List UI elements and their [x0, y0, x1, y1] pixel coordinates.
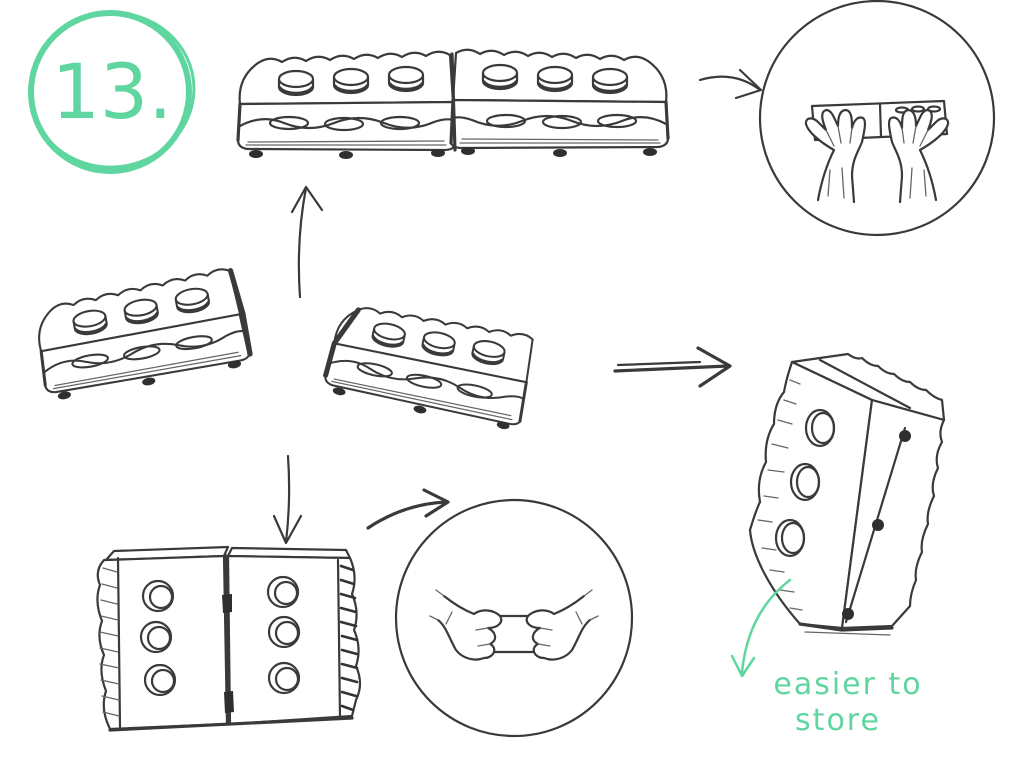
- note-arrow-shaft: [740, 578, 792, 674]
- stack-button: [804, 408, 836, 448]
- module-end-face: [227, 268, 253, 357]
- stack-side-face: [840, 398, 946, 630]
- module: [29, 265, 253, 405]
- note-arrow-head: [730, 654, 756, 678]
- stack-button: [774, 518, 806, 558]
- note-line-1: easier to: [773, 667, 922, 702]
- button-cap: [795, 465, 821, 499]
- arrow-shaft: [366, 500, 448, 530]
- joined-modules-horizontal: [236, 48, 670, 161]
- hinge-dot: [842, 608, 854, 620]
- module-seam: [450, 52, 457, 152]
- arrow-head: [272, 514, 303, 545]
- stack-edge-hatching: [757, 379, 803, 611]
- button-cap: [274, 620, 300, 646]
- module-standing-left: [96, 545, 230, 731]
- arrow-to-holding-detail: [366, 488, 450, 530]
- arrow-head: [696, 346, 732, 388]
- detail-holding: [394, 498, 634, 738]
- pair-ground-shadow: [108, 716, 354, 732]
- module-edge-line: [336, 558, 342, 720]
- detail-circle: [394, 498, 634, 738]
- hinge-dot: [899, 430, 911, 442]
- arrow-head: [290, 185, 324, 214]
- note-line-2: store: [795, 703, 881, 738]
- badge-label: 13.: [52, 47, 173, 136]
- module-single-tilted-center: [320, 294, 540, 436]
- hinge-block: [222, 594, 232, 613]
- stack-ground-shadow: [798, 622, 894, 632]
- module-edge-hatching: [99, 567, 120, 717]
- button-cap: [148, 584, 174, 610]
- arrow-shaft-sketch: [616, 360, 702, 367]
- arrow-right: [613, 346, 732, 388]
- module-button: [139, 620, 173, 654]
- module-edge-hatching: [339, 564, 359, 712]
- hand-right: [887, 108, 950, 204]
- stack-button: [789, 462, 821, 502]
- module-button: [267, 661, 301, 695]
- module-left: [236, 50, 457, 161]
- arrow-head: [422, 488, 450, 518]
- button-cap: [810, 411, 836, 445]
- arrow-to-typing-detail: [698, 68, 763, 100]
- module-standing-right: [226, 546, 362, 726]
- detail-circle: [758, 0, 996, 237]
- button-cap: [146, 625, 172, 651]
- modules-standing-pair: [96, 545, 362, 732]
- module-end-face: [323, 307, 361, 378]
- arrow-head: [734, 68, 763, 100]
- hinge-block: [224, 691, 234, 713]
- arrow-shaft: [284, 454, 291, 544]
- badge-circle-overstroke: [28, 11, 196, 169]
- stack-top-face: [790, 352, 946, 422]
- keyboard-key: [910, 105, 926, 113]
- detail-typing: [758, 0, 996, 237]
- module-button: [267, 615, 301, 649]
- storage-note: easier to store: [730, 578, 922, 738]
- button-cap: [274, 666, 300, 692]
- button-cap: [273, 580, 299, 606]
- modules-folded-stack: [748, 352, 946, 636]
- arrow-shaft: [698, 75, 762, 92]
- module-button: [141, 579, 175, 613]
- arrow-shaft: [613, 364, 730, 373]
- step-badge: 13.: [28, 10, 196, 174]
- button-cap: [780, 521, 806, 555]
- module-button: [143, 663, 177, 697]
- module-single-tilted-left: [29, 265, 253, 405]
- module-edge-line: [116, 556, 122, 729]
- arrow-shaft: [297, 186, 308, 299]
- arrow-up: [290, 185, 324, 299]
- hinge-dot: [872, 519, 884, 531]
- stack-top-ridge: [818, 358, 912, 410]
- arrow-down: [272, 454, 303, 545]
- module-button: [266, 575, 300, 609]
- stack-ground-shading: [804, 631, 891, 636]
- hand-right: [525, 588, 600, 661]
- module-right: [449, 48, 670, 159]
- hand-left: [804, 108, 867, 204]
- hand-left: [428, 588, 503, 661]
- button-cap: [150, 668, 176, 694]
- keyboard-split-line: [878, 102, 883, 139]
